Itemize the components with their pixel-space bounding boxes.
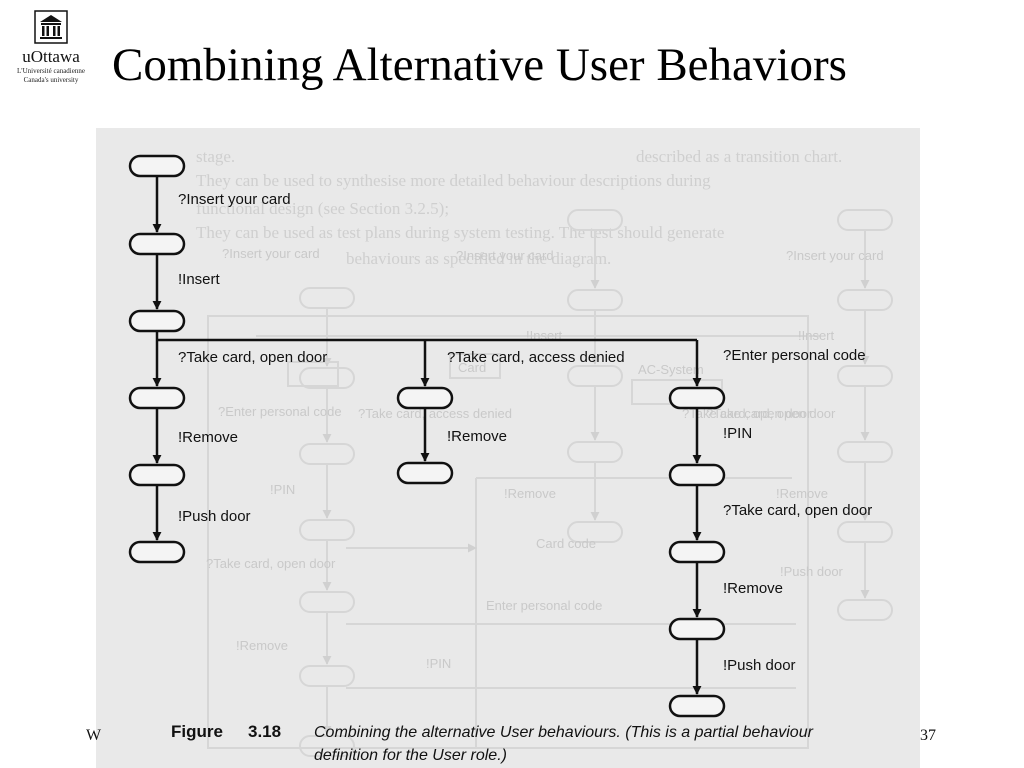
ghost-label-card: Card <box>458 360 486 375</box>
ghost-label-push-door: !Push door <box>780 564 844 579</box>
ghost-text-stage: stage. <box>196 147 235 166</box>
label-take-open-c: ?Take card, open door <box>723 502 872 519</box>
logo-name: uOttawa <box>22 47 80 66</box>
ghost-label-take-open-b: ?Take card, open door <box>682 406 812 421</box>
ghost-label-insert-card-a: ?Insert your card <box>786 248 884 263</box>
ghost-label-pin-b: !PIN <box>426 656 451 671</box>
ghost-label-remove-b: !Remove <box>504 486 556 501</box>
caption-figure-word: Figure <box>171 722 223 741</box>
label-take-open: ?Take card, open door <box>178 349 327 366</box>
logo-tagline-2: Canada's university <box>23 76 79 84</box>
ghost-label-pin-a: !PIN <box>270 482 295 497</box>
label-insert: !Insert <box>178 271 221 288</box>
ghost-label-enter-personal-code: ?Enter personal code <box>218 404 342 419</box>
logo-tagline-1: L'Université canadienne <box>17 67 85 75</box>
label-remove-b: !Remove <box>447 428 507 445</box>
ghost-label-insert-a: !Insert <box>798 328 835 343</box>
main-flow: ?Insert your card !Insert ?Take card, op… <box>128 154 872 718</box>
ghost-label-card-code: Card code <box>536 536 596 551</box>
ghost-text-line2: They can be used to synthesise more deta… <box>196 171 711 190</box>
state-node-a1 <box>128 154 186 178</box>
page-number: 37 <box>920 727 936 744</box>
caption-line-2: definition for the User role.) <box>314 747 507 764</box>
ghost-text-line3: functional design (see Section 3.2.5); <box>196 199 449 218</box>
caption-line-1: Combining the alternative User behaviour… <box>314 724 814 741</box>
label-push-door-a: !Push door <box>178 508 251 525</box>
ghost-label-take-open-a: ?Take card, open door <box>706 406 836 421</box>
label-remove-c: !Remove <box>723 580 783 597</box>
ghost-label-remove-c: !Remove <box>236 638 288 653</box>
caption-figure-number: 3.18 <box>248 722 281 741</box>
state-node-a3 <box>128 309 186 333</box>
label-enter-code: ?Enter personal code <box>723 347 866 364</box>
label-remove-a: !Remove <box>178 429 238 446</box>
scanned-figure: described as a transition chart. stage. … <box>96 128 920 768</box>
building-icon <box>34 10 68 44</box>
state-node-c3 <box>668 540 726 564</box>
state-node-c1 <box>668 386 726 410</box>
ghost-label-remove-a: !Remove <box>776 486 828 501</box>
label-insert-card: ?Insert your card <box>178 191 291 208</box>
label-pin: !PIN <box>723 425 752 442</box>
ghost-bleed-through: described as a transition chart. stage. … <box>196 147 893 757</box>
ghost-label-enter-code: Enter personal code <box>486 598 602 613</box>
label-take-denied: ?Take card, access denied <box>447 349 625 366</box>
figure-caption: Figure 3.18 Combining the alternative Us… <box>171 722 814 764</box>
university-logo: uOttawa L'Université canadienne Canada's… <box>8 10 94 110</box>
ghost-label-take-open-c: ?Take card, open door <box>206 556 336 571</box>
ghost-label-ac-system: AC-System <box>638 362 704 377</box>
ghost-text-line4: They can be used as test plans during sy… <box>196 223 724 242</box>
state-node-c5 <box>668 694 726 718</box>
state-node-c2 <box>668 463 726 487</box>
ghost-label-insert-card-c: ?Insert your card <box>222 246 320 261</box>
state-node-a4 <box>128 386 186 410</box>
footer-left-text: W <box>86 727 102 744</box>
ghost-label-insert-card-b: ?Insert your card <box>456 248 554 263</box>
ghost-label-take-denied: ?Take card, access denied <box>358 406 512 421</box>
ghost-text-line5: behaviours as specified in the diagram. <box>346 249 611 268</box>
state-node-a6 <box>128 540 186 564</box>
state-node-a5 <box>128 463 186 487</box>
state-node-a2 <box>128 232 186 256</box>
state-node-b2 <box>396 461 454 485</box>
label-push-door-c: !Push door <box>723 657 796 674</box>
ghost-text-line1: described as a transition chart. <box>636 147 842 166</box>
slide-title: Combining Alternative User Behaviors <box>112 39 847 91</box>
state-node-b1 <box>396 386 454 410</box>
behaviour-diagram: described as a transition chart. stage. … <box>128 147 893 764</box>
state-node-c4 <box>668 617 726 641</box>
